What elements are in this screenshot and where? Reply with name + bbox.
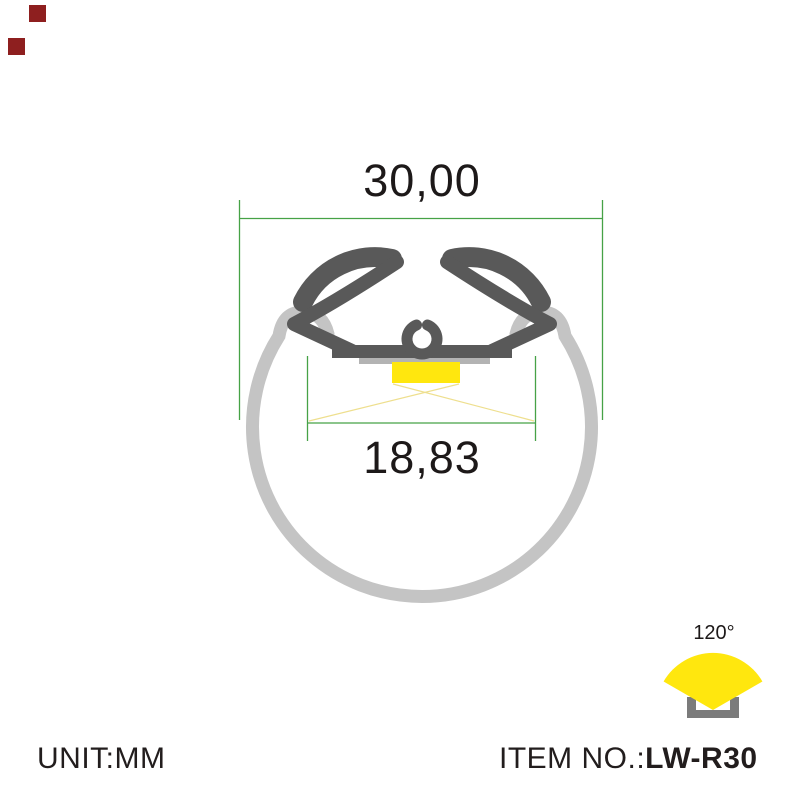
center-clip bbox=[401, 319, 443, 360]
profile-top-arc-right bbox=[442, 247, 551, 312]
led-window-dimension-label: 18,83 bbox=[363, 432, 481, 483]
outer-diameter-dimension-label: 30,00 bbox=[363, 155, 481, 206]
beam-angle-value: 120° bbox=[693, 622, 735, 644]
round-diffuser-tube bbox=[246, 305, 598, 603]
profile-side-chevron-left bbox=[287, 255, 404, 358]
light-ray-right bbox=[392, 383, 535, 422]
outer-dimension-lines bbox=[238, 200, 604, 420]
beam-angle-icon bbox=[663, 652, 763, 718]
corner-decor-square-top bbox=[29, 5, 46, 22]
beam-fan-icon bbox=[663, 652, 763, 710]
profile-side-chevron-right bbox=[440, 255, 557, 358]
profile-top-arc-left bbox=[293, 247, 402, 312]
item-number-label: ITEM NO.: bbox=[499, 742, 646, 775]
u-channel-profile-icon bbox=[687, 697, 739, 718]
item-number-value: LW-R30 bbox=[645, 742, 758, 775]
clip-hole bbox=[412, 330, 432, 350]
light-rays bbox=[308, 383, 535, 422]
corner-decor-square-bottom bbox=[8, 38, 25, 55]
aluminum-profile-body bbox=[287, 247, 557, 360]
unit-label: UNIT:MM bbox=[37, 742, 166, 775]
led-chip bbox=[392, 362, 460, 383]
inner-dimension-lines bbox=[306, 356, 537, 441]
light-ray-left bbox=[308, 383, 460, 422]
item-number-line: ITEM NO.:LW-R30 bbox=[499, 742, 758, 776]
